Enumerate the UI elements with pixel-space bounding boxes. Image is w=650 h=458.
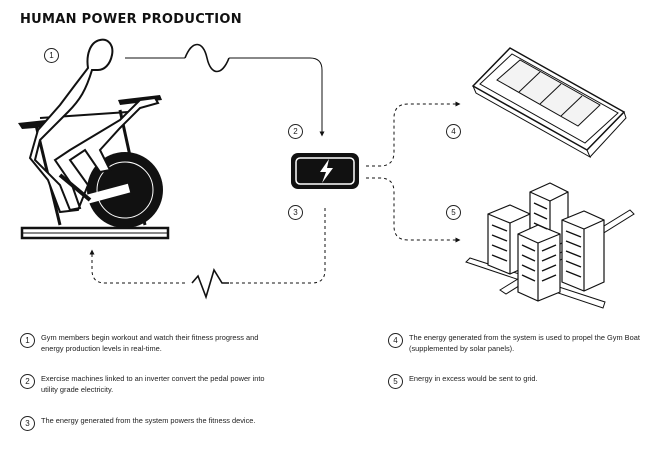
- legend-number: 3: [20, 416, 35, 431]
- legend-text: The energy generated from the system pow…: [41, 416, 256, 425]
- legend-item-1: 1 Gym members begin workout and watch th…: [20, 333, 273, 354]
- legend-number: 5: [388, 374, 403, 389]
- page-title: HUMAN POWER PRODUCTION: [20, 12, 242, 27]
- legend-text: Energy in excess would be sent to grid.: [409, 374, 538, 383]
- step-1-marker: 1: [44, 48, 59, 63]
- legend-number: 4: [388, 333, 403, 348]
- return-flow-line: [89, 208, 326, 300]
- boat-icon: [471, 47, 627, 159]
- legend-text: Exercise machines linked to an inverter …: [41, 374, 265, 394]
- output-flow-lines: [366, 101, 461, 243]
- legend-text: Gym members begin workout and watch thei…: [41, 333, 259, 353]
- legend-item-4: 4 The energy generated from the system i…: [388, 333, 641, 354]
- legend-item-3: 3 The energy generated from the system p…: [20, 416, 273, 431]
- inverter-icon: [291, 153, 359, 189]
- legend-number: 2: [20, 374, 35, 389]
- legend-number: 1: [20, 333, 35, 348]
- legend-text: The energy generated from the system is …: [409, 333, 640, 353]
- city-icon: [465, 182, 635, 309]
- cyclist-icon: [18, 38, 170, 240]
- sine-wave-icon: [184, 43, 230, 73]
- step-4-marker: 4: [446, 124, 461, 139]
- lightning-bolt-icon: [320, 159, 333, 183]
- zigzag-wave-icon: [191, 268, 229, 300]
- legend-item-5: 5 Energy in excess would be sent to grid…: [388, 374, 641, 389]
- step-2-marker: 2: [288, 124, 303, 139]
- step-5-marker: 5: [446, 205, 461, 220]
- ac-flow-line: [125, 43, 325, 137]
- step-3-marker: 3: [288, 205, 303, 220]
- legend-item-2: 2 Exercise machines linked to an inverte…: [20, 374, 273, 395]
